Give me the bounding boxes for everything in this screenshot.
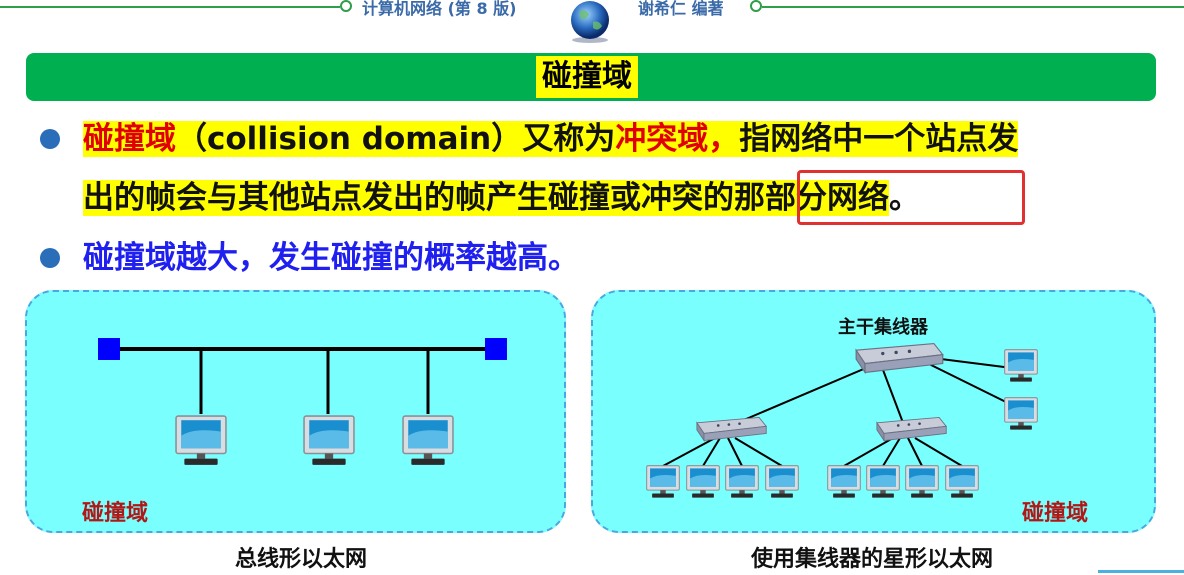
star-station-5-icon [827, 465, 861, 499]
left-domain-label: 碰撞域 [82, 501, 149, 526]
star-station-4-icon [765, 465, 799, 499]
bus-ethernet [98, 338, 507, 466]
header-rule-left [0, 6, 340, 8]
slide-title: 碰撞域 [536, 56, 638, 98]
definition-period: 。 [889, 180, 920, 216]
hub-right-icon [876, 416, 947, 442]
book-title: 计算机网络 (第 8 版) [362, 0, 517, 18]
star-station-3-icon [725, 465, 759, 499]
star-station-2-icon [686, 465, 720, 499]
star-station-8-icon [945, 465, 979, 499]
emphasis-box [797, 170, 1025, 225]
bullet-1-line-2: 出的帧会与其他站点发出的帧产生碰撞或冲突的那部分网络。 [83, 174, 920, 222]
bus-ethernet-caption: 总线形以太网 [235, 547, 368, 572]
bus-terminator-right [485, 338, 507, 360]
bullet-1-dot [40, 129, 60, 149]
bus-station-1-icon [175, 415, 227, 466]
backbone-hub-label: 主干集线器 [838, 317, 928, 338]
right-domain-label: 碰撞域 [1022, 501, 1089, 526]
backbone-hub-icon [855, 342, 944, 374]
bullet-2-dot [40, 248, 60, 268]
bus-collision-domain-panel [25, 290, 566, 533]
bullet-1-line-1: 碰撞域（collision domain）又称为冲突域，指网络中一个站点发 [83, 115, 1019, 163]
bus-terminator-left [98, 338, 120, 360]
bus-station-2-icon [303, 415, 355, 466]
header-rule-right-end [750, 0, 762, 12]
author: 谢希仁 编著 [638, 0, 724, 18]
bus-station-3-icon [402, 415, 454, 466]
star-station-7-icon [905, 465, 939, 499]
bottom-accent [1098, 570, 1184, 573]
star-server-1-icon [1004, 349, 1038, 383]
bullet-2-text: 碰撞域越大，发生碰撞的概率越高。 [83, 240, 579, 276]
star-server-2-icon [1004, 397, 1038, 431]
star-ethernet-caption: 使用集线器的星形以太网 [751, 547, 994, 572]
term-conflict-domain: 冲突域， [615, 121, 740, 157]
definition-text-2: 指网络中一个站点发 [739, 121, 1019, 157]
star-ethernet [662, 356, 1013, 467]
globe-icon [571, 1, 609, 43]
star-collision-domain-panel [591, 290, 1156, 533]
star-station-1-icon [646, 465, 680, 499]
header-rule-left-end [340, 0, 352, 12]
header-rule-right [762, 6, 1184, 8]
definition-text-3: 出的帧会与其他站点发出的帧产生碰撞或冲突的那部分网络 [83, 180, 889, 216]
hub-left-icon [696, 416, 767, 442]
term-collision-domain: 碰撞域 [83, 121, 176, 157]
definition-text-1: （collision domain）又称为 [176, 121, 616, 157]
star-station-6-icon [866, 465, 900, 499]
